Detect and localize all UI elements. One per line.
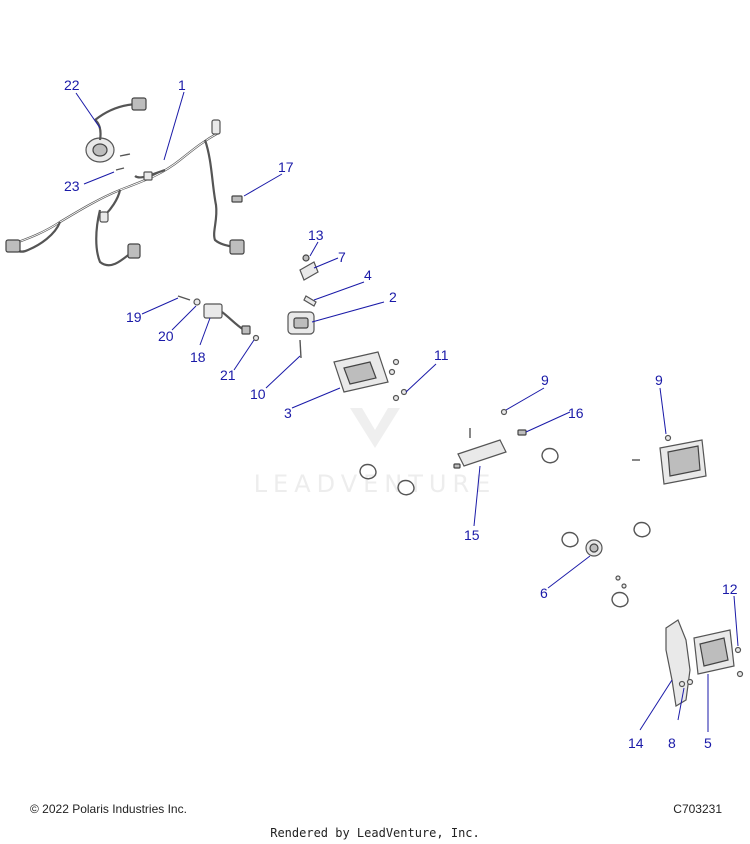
- callout-22: 22: [64, 77, 80, 93]
- shield-14: [665, 619, 691, 707]
- callout-11: 11: [434, 347, 449, 363]
- watermark: LEADVENTURE: [254, 408, 497, 498]
- callout-5: 5: [704, 735, 712, 751]
- callout-9-right: 9: [655, 372, 663, 388]
- callout-16: 16: [568, 405, 584, 421]
- bracket-7: [299, 254, 319, 281]
- callout-17: 17: [278, 159, 294, 175]
- pin-10: [299, 339, 302, 359]
- callout-10: 10: [250, 386, 266, 402]
- callout-7: 7: [338, 249, 346, 265]
- module-18: [177, 295, 260, 342]
- bracket-4: [303, 295, 317, 307]
- regulator-9: [632, 434, 707, 485]
- callout-13: 13: [308, 227, 324, 243]
- callout-1: 1: [178, 77, 186, 93]
- callout-8: 8: [668, 735, 676, 751]
- screw-23: [115, 153, 131, 171]
- callout-2: 2: [389, 289, 397, 305]
- switch-22: [85, 119, 115, 163]
- callout-6: 6: [540, 585, 548, 601]
- callout-12: 12: [722, 581, 738, 597]
- leader-lines: [75, 91, 739, 732]
- wire-harness: [5, 97, 245, 267]
- callout-4: 4: [364, 267, 372, 283]
- ecu-3: [333, 351, 408, 402]
- connector-17: [231, 195, 243, 203]
- watermark-text: LEADVENTURE: [254, 470, 497, 498]
- callout-20: 20: [158, 328, 174, 344]
- callout-3: 3: [284, 405, 292, 421]
- copyright-text: © 2022 Polaris Industries Inc.: [30, 802, 187, 816]
- pulley-6: [585, 539, 627, 589]
- callout-21: 21: [220, 367, 236, 383]
- rectifier-5: [678, 629, 744, 688]
- callouts: 1 2 3 4 5 6 7 8 9 9 10 11 12 13 14 15 16…: [64, 77, 738, 751]
- drawing-id: C703231: [673, 802, 722, 816]
- clamp-rings: [359, 447, 651, 608]
- callout-18: 18: [190, 349, 206, 365]
- callout-9: 9: [541, 372, 549, 388]
- callout-23: 23: [64, 178, 80, 194]
- callout-15: 15: [464, 527, 480, 543]
- callout-19: 19: [126, 309, 142, 325]
- plate-15: [453, 408, 527, 469]
- callout-14: 14: [628, 735, 644, 751]
- coil-2: [287, 311, 315, 335]
- rendered-by-text: Rendered by LeadVenture, Inc.: [270, 826, 480, 840]
